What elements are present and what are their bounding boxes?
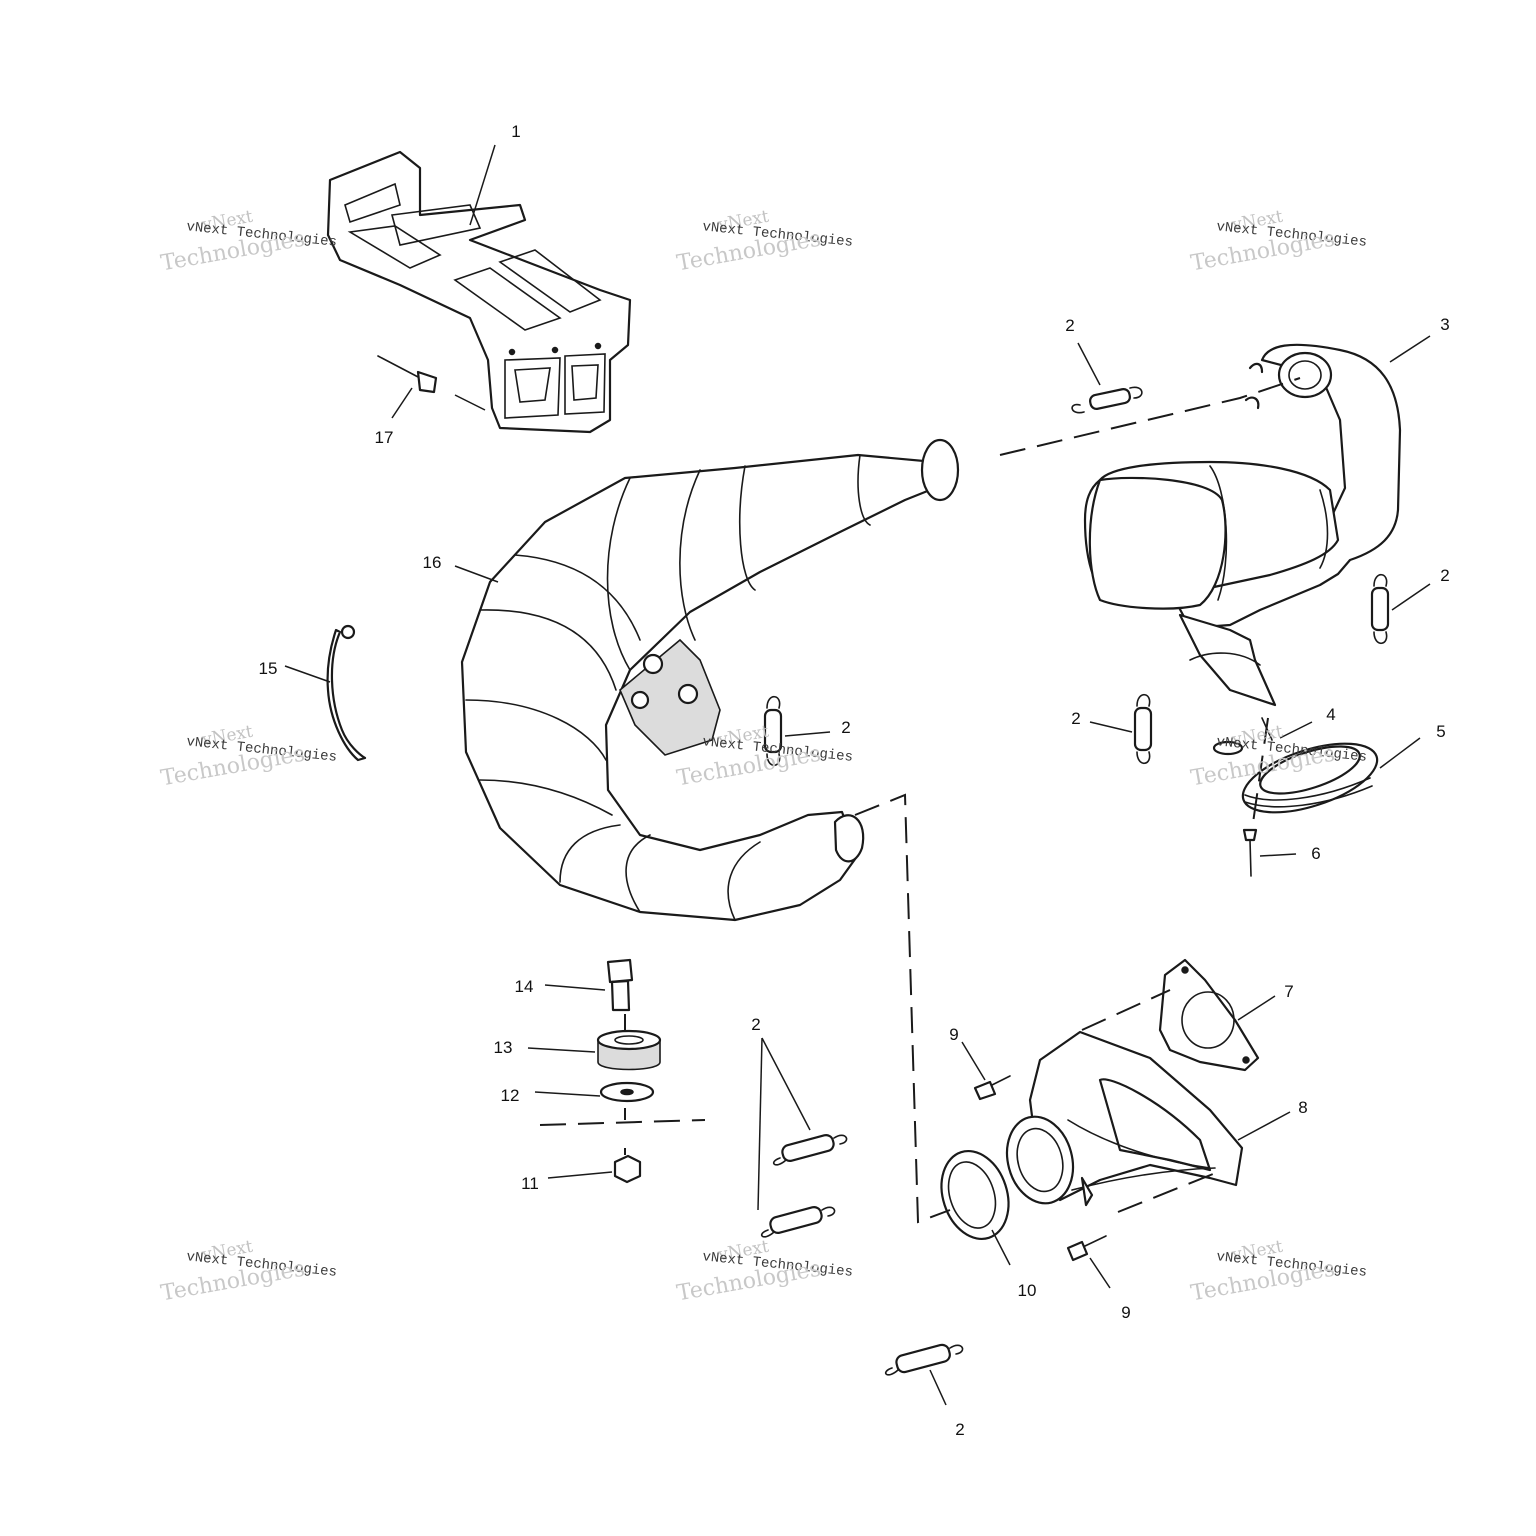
callout-2-e: 2	[751, 1015, 760, 1034]
callout-16: 16	[423, 553, 442, 572]
part-9-bolts: 9 9	[949, 1025, 1130, 1322]
callout-4: 4	[1326, 705, 1335, 724]
watermark-top-left: vNext vNext Technologies Technologies	[158, 206, 338, 277]
callout-12: 12	[501, 1086, 520, 1105]
callout-2-d: 2	[841, 718, 850, 737]
callout-2-f: 2	[955, 1420, 964, 1439]
spring-bottom: 2	[884, 1343, 965, 1439]
part-16-expansion-pipe: 16	[423, 438, 960, 922]
callout-2-b: 2	[1440, 566, 1449, 585]
part-1-exhaust-bracket: 1	[326, 122, 632, 434]
watermark-bottom-right: vNext vNext Technologies Technologies	[1188, 1236, 1368, 1307]
watermark-top-center: vNext vNext Technologies Technologies	[674, 206, 854, 277]
part-13-bushing: 13	[494, 1029, 662, 1071]
part-17-rivet: 17	[375, 355, 486, 447]
spring-center: 2	[763, 695, 851, 767]
watermark-mid-right: vNext vNext Technologies Technologies	[1188, 721, 1368, 792]
callout-8: 8	[1298, 1098, 1307, 1117]
spring-mid-right: 2	[1071, 693, 1153, 765]
spring-top: 2	[1065, 316, 1143, 414]
callout-2-c: 2	[1071, 709, 1080, 728]
part-8-exhaust-manifold: 8	[1005, 1030, 1308, 1207]
part-15-strap: 15	[259, 624, 367, 762]
callout-3: 3	[1440, 315, 1449, 334]
callout-5: 5	[1436, 722, 1445, 741]
callout-11: 11	[521, 1174, 539, 1193]
callout-13: 13	[494, 1038, 513, 1057]
assembly-lines	[539, 377, 1301, 1224]
callout-14: 14	[515, 977, 534, 996]
callout-7: 7	[1284, 982, 1293, 1001]
callout-9-bottom: 9	[1121, 1303, 1130, 1322]
callout-9-top: 9	[949, 1025, 958, 1044]
callout-10: 10	[1018, 1281, 1037, 1300]
watermark-mid-left: vNext vNext Technologies Technologies	[158, 721, 338, 792]
part-2-springs: 2 2 2 2	[751, 316, 1449, 1439]
spring-lower-upper	[772, 1134, 848, 1166]
callout-17: 17	[375, 428, 394, 447]
spring-lower-lower	[760, 1206, 836, 1238]
callout-2-a: 2	[1065, 316, 1074, 335]
part-12-washer: 12	[501, 1081, 655, 1105]
part-7-gasket: 7	[1158, 958, 1294, 1072]
callout-1: 1	[511, 122, 520, 141]
watermark-top-right: vNext vNext Technologies Technologies	[1188, 206, 1368, 277]
part-3-muffler: 3	[1083, 315, 1450, 707]
part-4-5-6-mount-hardware: 4 5 6	[1212, 705, 1446, 877]
part-11-nut: 11	[521, 1154, 642, 1193]
watermark-bottom-left: vNext vNext Technologies Technologies	[158, 1236, 338, 1307]
spring-right: 2	[1370, 566, 1450, 645]
part-10-seal-ring: 10	[940, 1149, 1037, 1300]
callout-15: 15	[259, 659, 278, 678]
watermark-mid-center: vNext vNext Technologies Technologies	[674, 721, 854, 792]
watermark-bottom-center: vNext vNext Technologies Technologies	[674, 1236, 854, 1307]
callout-6: 6	[1311, 844, 1320, 863]
part-14-bolt: 14	[515, 958, 634, 1012]
